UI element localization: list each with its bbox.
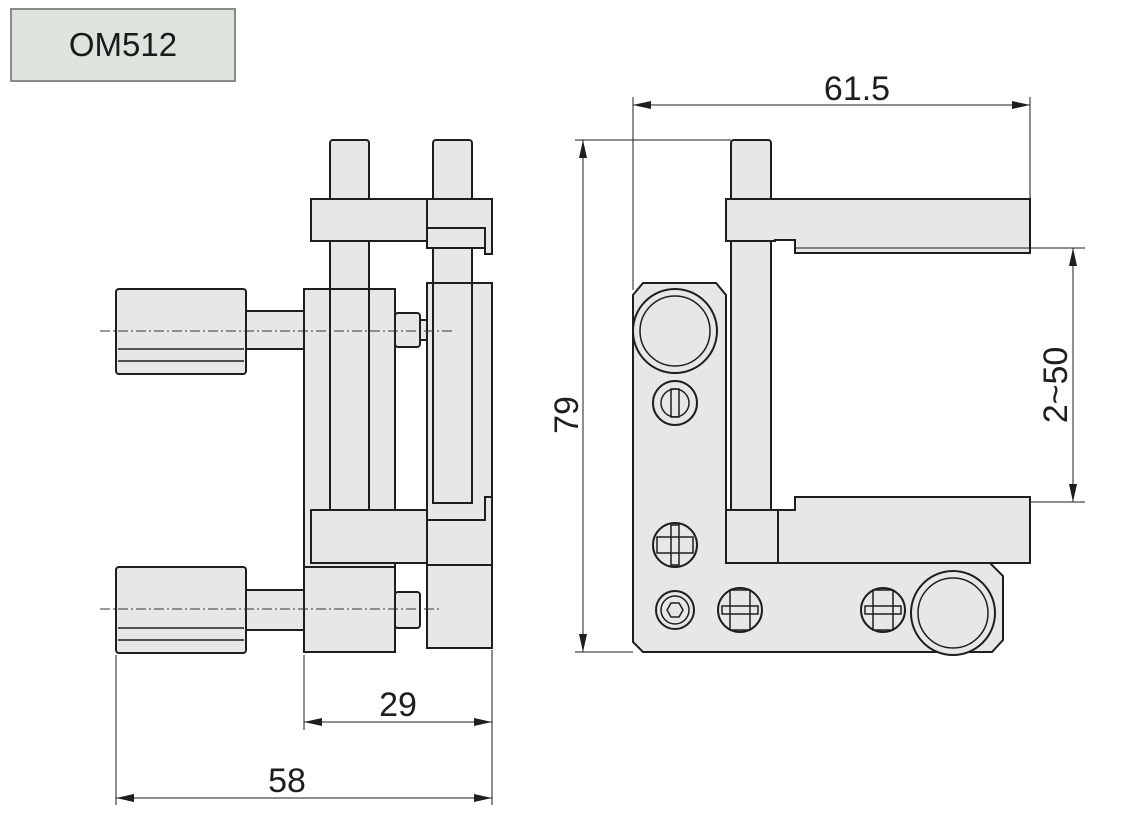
screw-icon: [652, 522, 698, 568]
dim-label-clamp-range: 2~50: [1037, 347, 1075, 424]
lower-knob: [115, 566, 247, 654]
upper-shaft-end: [394, 312, 421, 348]
side-post-left-front: [329, 288, 370, 512]
side-bottom-clamp: [310, 509, 428, 564]
mount-hole-lower: [910, 570, 996, 656]
side-post-right-front: [432, 282, 473, 504]
side-view: [100, 139, 493, 654]
model-title-box: OM512: [10, 8, 236, 82]
side-top-clamp: [310, 198, 428, 242]
screw-icon: [652, 380, 698, 426]
front-lower-block: [725, 509, 779, 564]
hex-socket-icon: [655, 590, 695, 630]
dim-label-58: 58: [268, 762, 306, 800]
model-title: OM512: [68, 26, 178, 63]
side-top-clamp-lip: [426, 227, 486, 249]
upper-shaft: [245, 310, 305, 350]
dim-label-29: 29: [379, 686, 417, 724]
dim-label-79: 79: [548, 396, 586, 434]
lower-shaft-end: [394, 591, 421, 629]
dim-label-61-5: 61.5: [824, 70, 890, 108]
front-post: [730, 139, 772, 521]
upper-shaft-tip: [419, 319, 428, 341]
lower-shaft: [245, 589, 305, 631]
front-upper-arm: [725, 198, 1031, 254]
screw-icon: [860, 587, 906, 633]
dimension-lines: [115, 97, 1085, 805]
side-bottom-clamp-jaw: [426, 496, 493, 566]
mount-hole-upper: [632, 288, 718, 374]
screw-icon: [717, 587, 763, 633]
front-view: [632, 139, 1031, 656]
front-lower-arm: [777, 496, 1031, 564]
